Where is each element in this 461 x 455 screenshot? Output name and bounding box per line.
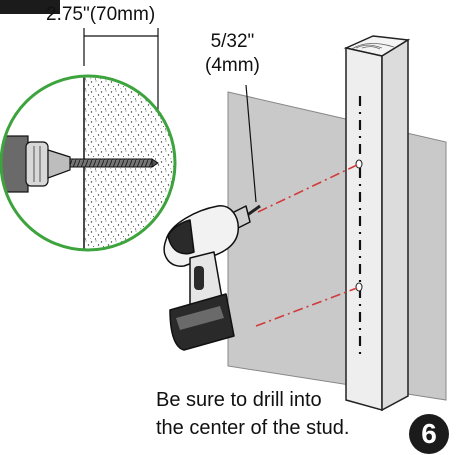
drill-icon xyxy=(163,204,261,351)
alignment-line-lower xyxy=(255,287,358,327)
wall-panel xyxy=(227,91,447,401)
bit-size-mm: (4mm) xyxy=(205,55,260,76)
stud xyxy=(343,35,411,412)
alignment-line-upper xyxy=(257,164,358,213)
step-number-badge: 6 xyxy=(409,414,449,454)
bit-leader-line xyxy=(245,84,257,203)
bit-size-label: 5/32" (4mm) xyxy=(205,30,260,78)
bit-size-inches: 5/32" xyxy=(210,31,255,52)
instruction-line-2: the center of the stud. xyxy=(156,417,350,439)
drill-hole-upper xyxy=(355,159,363,169)
instruction-caption: Be sure to drill into the center of the … xyxy=(156,386,349,442)
instruction-line-1: Be sure to drill into xyxy=(156,389,322,411)
drill-hole-lower xyxy=(355,282,363,292)
magnified-inset xyxy=(0,74,177,252)
corner-tab xyxy=(0,0,60,14)
drill-depth-label: 2.75"(70mm) xyxy=(46,4,156,25)
